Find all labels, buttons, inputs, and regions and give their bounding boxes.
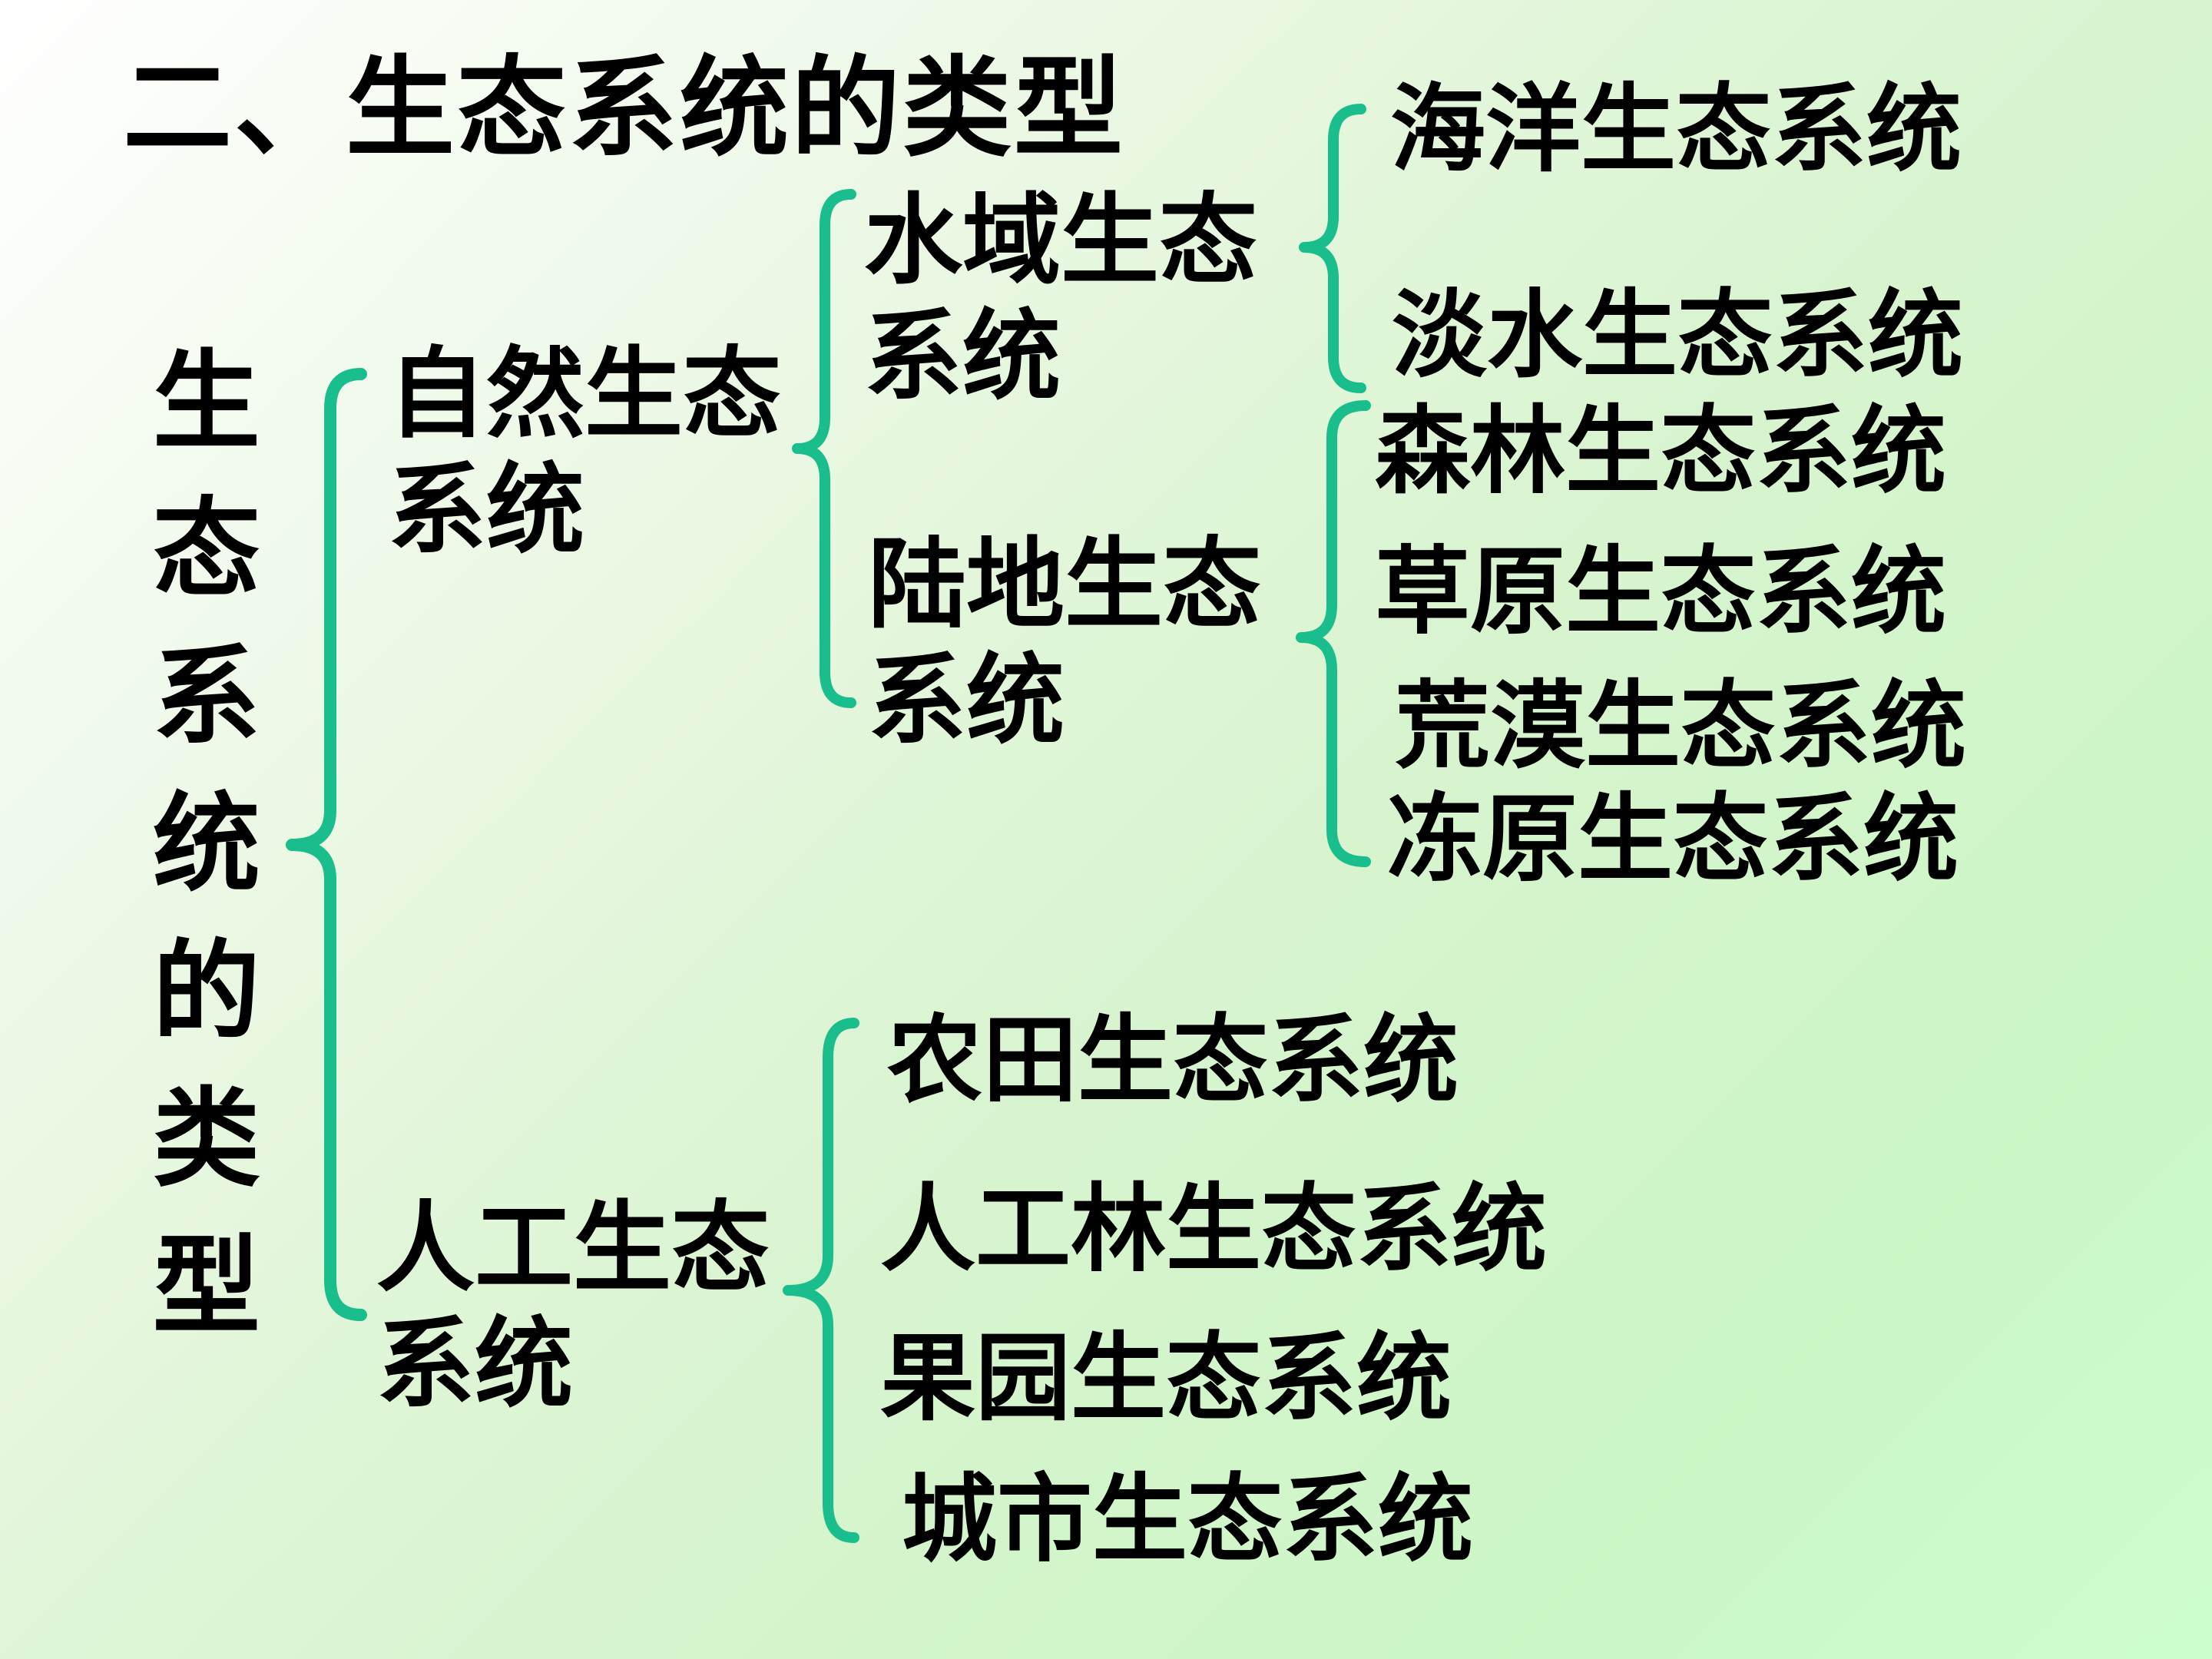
node-terrestrial-ecosystem: 陆地生态系统	[868, 530, 1262, 757]
leaf-freshwater-ecosystem: 淡水生态系统	[1392, 283, 1964, 389]
leaf-orchard-ecosystem: 果园生态系统	[880, 1326, 1452, 1432]
leaf-forest-ecosystem: 森林生态系统	[1375, 399, 1947, 505]
leaf-farmland-ecosystem: 农田生态系统	[887, 1008, 1459, 1114]
leaf-tundra-ecosystem: 冻原生态系统	[1387, 786, 1959, 892]
brace-aquatic	[1299, 104, 1366, 393]
leaf-marine-ecosystem: 海洋生态系统	[1390, 77, 1962, 183]
brace-artificial	[783, 1018, 859, 1543]
leaf-grassland-ecosystem: 草原生态系统	[1375, 539, 1947, 645]
root-node-label: 生态系统的类型	[137, 344, 258, 1376]
node-artificial-ecosystem: 人工生态系统	[376, 1194, 770, 1420]
leaf-desert-ecosystem: 荒漠生态系统	[1395, 674, 1967, 780]
node-natural-ecosystem: 自然生态系统	[388, 339, 782, 566]
leaf-urban-ecosystem: 城市生态系统	[902, 1467, 1474, 1573]
brace-terrestrial	[1296, 400, 1371, 867]
node-aquatic-ecosystem: 水域生态系统	[864, 186, 1258, 412]
leaf-planted-forest-ecosystem: 人工林生态系统	[880, 1177, 1548, 1283]
slide-title: 二、生态系统的类型	[123, 48, 1125, 170]
brace-natural	[792, 189, 856, 708]
brace-root	[286, 368, 367, 1321]
